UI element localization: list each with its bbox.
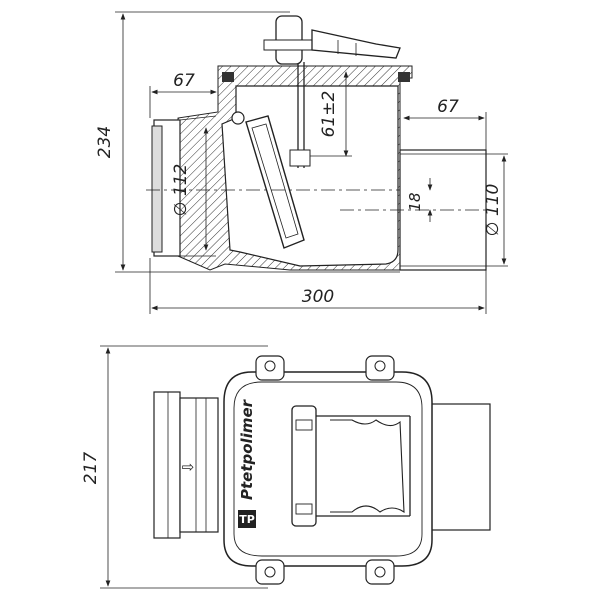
dim-offset-label: 18 <box>406 192 424 211</box>
dim-width: 217 <box>81 345 268 589</box>
bolt-lug-bottom-left <box>255 559 285 585</box>
section-view: 234 <box>95 11 508 314</box>
brand-logo: TP Ptetpolimer <box>238 398 256 528</box>
flow-arrow: ⇨ <box>182 458 195 476</box>
dim-outlet-length: 67 <box>403 97 487 150</box>
dim-inlet-length-label: 67 <box>173 71 195 91</box>
plan-bolt-lugs <box>255 355 395 585</box>
dim-gap: 61±2 <box>310 71 352 157</box>
dim-inlet-diameter: ∅ 112 <box>171 127 209 251</box>
dim-outlet-diameter-label: ∅ 110 <box>483 184 503 237</box>
dim-inlet-diameter-label: ∅ 112 <box>171 164 191 217</box>
bolt-lug-top-right <box>365 355 395 381</box>
plan-view: 217 ⇨ <box>81 345 491 589</box>
dim-width-label: 217 <box>81 452 101 485</box>
brand-name: Ptetpolimer <box>238 398 256 500</box>
dim-outlet-diameter: ∅ 110 <box>483 153 508 267</box>
dim-offset: 18 <box>406 178 433 222</box>
dim-inlet-length: 67 <box>149 71 217 118</box>
dim-overall-height-label: 234 <box>95 126 115 158</box>
lid-bolt-left <box>222 72 234 82</box>
dim-outlet-length-label: 67 <box>437 97 459 117</box>
plan-housing <box>223 371 433 567</box>
dim-overall-height: 234 <box>95 11 400 273</box>
plan-lever <box>291 405 411 527</box>
dim-overall-length-label: 300 <box>302 287 334 307</box>
bolt-lug-top-left <box>255 355 285 381</box>
inlet-pipe <box>151 115 217 257</box>
check-flap <box>231 111 305 249</box>
dim-overall-length: 300 <box>149 258 487 314</box>
plan-inlet-socket: ⇨ <box>153 391 219 539</box>
lid-bolt-right <box>398 72 410 82</box>
manual-lever <box>263 15 401 168</box>
bolt-lug-bottom-right <box>365 559 395 585</box>
dim-gap-label: 61±2 <box>319 91 339 138</box>
housing-cavity <box>221 85 399 267</box>
svg-text:TP: TP <box>239 513 255 526</box>
